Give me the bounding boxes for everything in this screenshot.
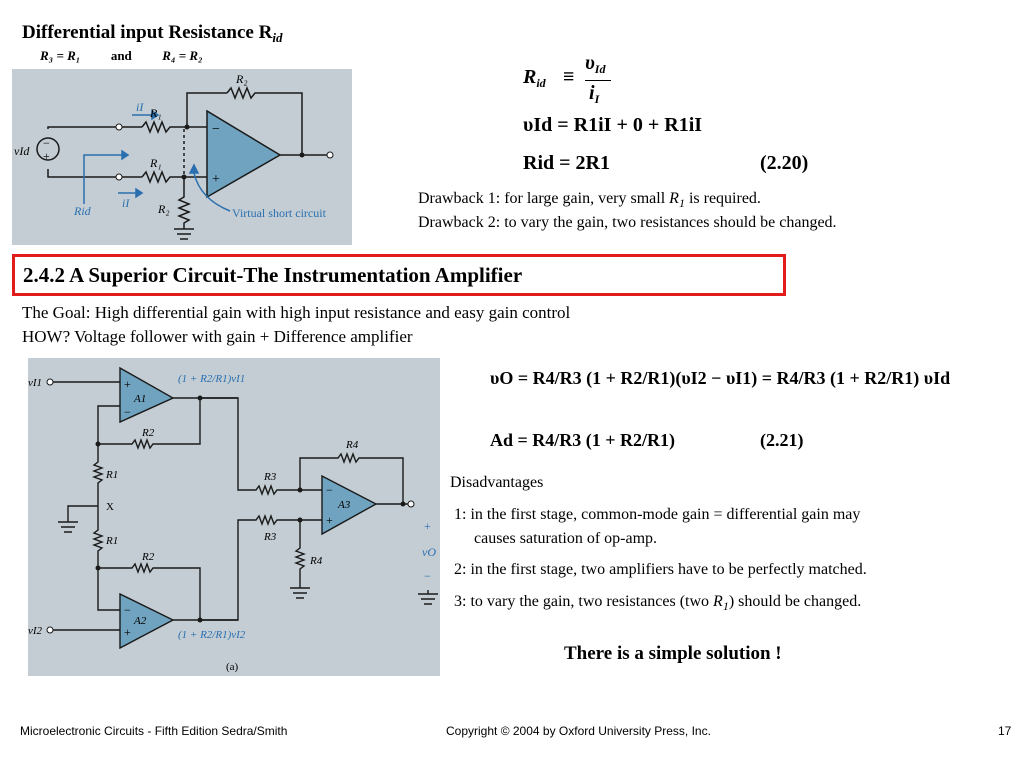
opamp-triangle bbox=[206, 109, 282, 199]
a1-minus: − bbox=[124, 405, 131, 419]
vi1-label: vI1 bbox=[28, 377, 42, 389]
circuit2-diagram: + − − + − + A1 A2 A3 vI1 vI2 R2 R2 R1 R1… bbox=[28, 366, 438, 673]
slide-title: Differential input Resistance Rid bbox=[22, 22, 282, 46]
disadvantage-1-line-1: 1: in the first stage, common-mode gain … bbox=[454, 506, 861, 523]
slide-title-sub: id bbox=[272, 30, 283, 45]
drawback-1: Drawback 1: for large gain, very small R… bbox=[418, 190, 761, 211]
rid-def-lhs-sub: id bbox=[536, 76, 546, 90]
r2b-label: R2 bbox=[141, 551, 155, 563]
r3b-label: R3 bbox=[263, 531, 277, 543]
r1b-label: R1 bbox=[105, 535, 118, 547]
fraction-bar bbox=[585, 80, 611, 81]
eq-number-220: (2.20) bbox=[760, 152, 809, 174]
goal-line-1: The Goal: High differential gain with hi… bbox=[22, 303, 571, 322]
section-heading: 2.4.2 A Superior Circuit-The Instrumenta… bbox=[23, 263, 523, 287]
conclusion: There is a simple solution ! bbox=[564, 643, 782, 664]
disadvantage-3-var: R bbox=[713, 593, 723, 610]
r2-bottom-label: R₂ bbox=[157, 202, 170, 216]
disadvantage-3-var-sub: 1 bbox=[722, 599, 729, 613]
rid-def-num-sub: Id bbox=[594, 62, 606, 76]
a1-plus: + bbox=[124, 377, 131, 391]
vo-equation: υO = R4/R3 (1 + R2/R1)(υI2 − υI1) = R4/R… bbox=[490, 368, 951, 388]
gain-bottom-label: (1 + R2/R1)vI2 bbox=[178, 629, 246, 641]
drawback-1-var-sub: 1 bbox=[678, 196, 685, 210]
virtual-short-label: Virtual short circuit bbox=[232, 206, 327, 220]
drawback-1-prefix: Drawback 1: for large gain, very small bbox=[418, 190, 670, 207]
r2-top-label: R₂ bbox=[235, 72, 248, 86]
vo-plus: + bbox=[424, 519, 431, 533]
il-top-label: iI bbox=[136, 100, 144, 114]
rid-def-den-sub: I bbox=[594, 92, 600, 106]
ad-equation: Ad = R4/R3 (1 + R2/R1) bbox=[490, 430, 676, 450]
r4b-label: R4 bbox=[309, 555, 323, 567]
vid-equation: υId = R1iI + 0 + R1iI bbox=[523, 114, 703, 136]
disadvantage-3-suffix: ) should be changed. bbox=[728, 593, 862, 610]
vo-minus: − bbox=[424, 569, 431, 583]
rid-definition: Rid ≡ υId iI bbox=[523, 52, 723, 114]
eq-number-221: (2.21) bbox=[760, 430, 804, 450]
figure-caption: (a) bbox=[226, 661, 239, 673]
gain-top-label: (1 + R2/R1)vI1 bbox=[178, 373, 245, 385]
opamp-a2 bbox=[119, 592, 175, 650]
rid-def-op: ≡ bbox=[563, 66, 575, 88]
disadvantage-3: 3: to vary the gain, two resistances (tw… bbox=[454, 593, 861, 614]
a2-plus: + bbox=[124, 625, 131, 639]
vid-label: vId bbox=[14, 144, 30, 158]
rid-result: Rid = 2R1 bbox=[523, 152, 610, 174]
disadvantage-2: 2: in the first stage, two amplifiers ha… bbox=[454, 561, 867, 578]
svg-text:−: − bbox=[212, 122, 220, 137]
vo-label: vO bbox=[422, 545, 436, 559]
r1-top-label: R₁ bbox=[149, 106, 162, 120]
page-number: 17 bbox=[998, 724, 1012, 738]
svg-text:+: + bbox=[212, 172, 220, 187]
footer-left: Microelectronic Circuits - Fifth Edition… bbox=[20, 724, 288, 738]
a1-label: A1 bbox=[133, 393, 146, 405]
slide-title-text: Differential input Resistance R bbox=[22, 22, 273, 43]
opamp-a3 bbox=[321, 474, 378, 536]
a3-plus: + bbox=[326, 513, 333, 527]
goal-line-2: HOW? Voltage follower with gain + Differ… bbox=[22, 327, 413, 346]
rid-label: Rid bbox=[73, 204, 92, 218]
condition-left: R₃ = R₁ bbox=[40, 48, 81, 63]
condition-line: R₃ = R₁ and R₄ = R₂ bbox=[40, 48, 203, 64]
svg-text:+: + bbox=[43, 149, 50, 163]
a2-minus: − bbox=[124, 603, 131, 617]
drawback-1-var: R bbox=[669, 190, 679, 207]
vi2-label: vI2 bbox=[28, 625, 43, 637]
il-bottom-label: iI bbox=[122, 196, 130, 210]
circuit1-diagram: − + − + vId Rid iI iI R₁ R₁ R₂ R₂ Virtua… bbox=[14, 72, 334, 240]
drawback-2: Drawback 2: to vary the gain, two resist… bbox=[418, 214, 837, 231]
differential-resistance-circuit: − + − + vId Rid iI iI R₁ R₁ R₂ R₂ Virtua… bbox=[12, 69, 352, 245]
disadvantage-3-prefix: 3: to vary the gain, two resistances (tw… bbox=[454, 593, 714, 610]
disadvantage-1-line-2: causes saturation of op-amp. bbox=[474, 530, 658, 547]
rid-def-num: υ bbox=[585, 52, 595, 74]
rid-def-den: i bbox=[589, 82, 595, 104]
opamp-a1 bbox=[119, 366, 175, 424]
condition-and: and bbox=[110, 48, 132, 63]
instrumentation-amplifier-circuit: + − − + − + A1 A2 A3 vI1 vI2 R2 R2 R1 R1… bbox=[28, 358, 440, 676]
a3-minus: − bbox=[326, 483, 333, 497]
r1-bottom-label: R₁ bbox=[149, 156, 162, 170]
r1a-label: R1 bbox=[105, 469, 118, 481]
r3a-label: R3 bbox=[263, 471, 277, 483]
condition-right: R₄ = R₂ bbox=[162, 48, 203, 63]
footer-center: Copyright © 2004 by Oxford University Pr… bbox=[446, 724, 711, 738]
section-box bbox=[12, 254, 786, 296]
r4a-label: R4 bbox=[345, 439, 359, 451]
a3-label: A3 bbox=[337, 499, 351, 511]
r2a-label: R2 bbox=[141, 427, 155, 439]
disadvantages-title: Disadvantages bbox=[450, 474, 544, 491]
a2-label: A2 bbox=[133, 615, 147, 627]
rid-def-lhs: R bbox=[523, 66, 537, 88]
drawback-1-suffix: is required. bbox=[684, 190, 761, 207]
x-node-label: X bbox=[106, 501, 114, 513]
svg-text:−: − bbox=[43, 136, 50, 150]
